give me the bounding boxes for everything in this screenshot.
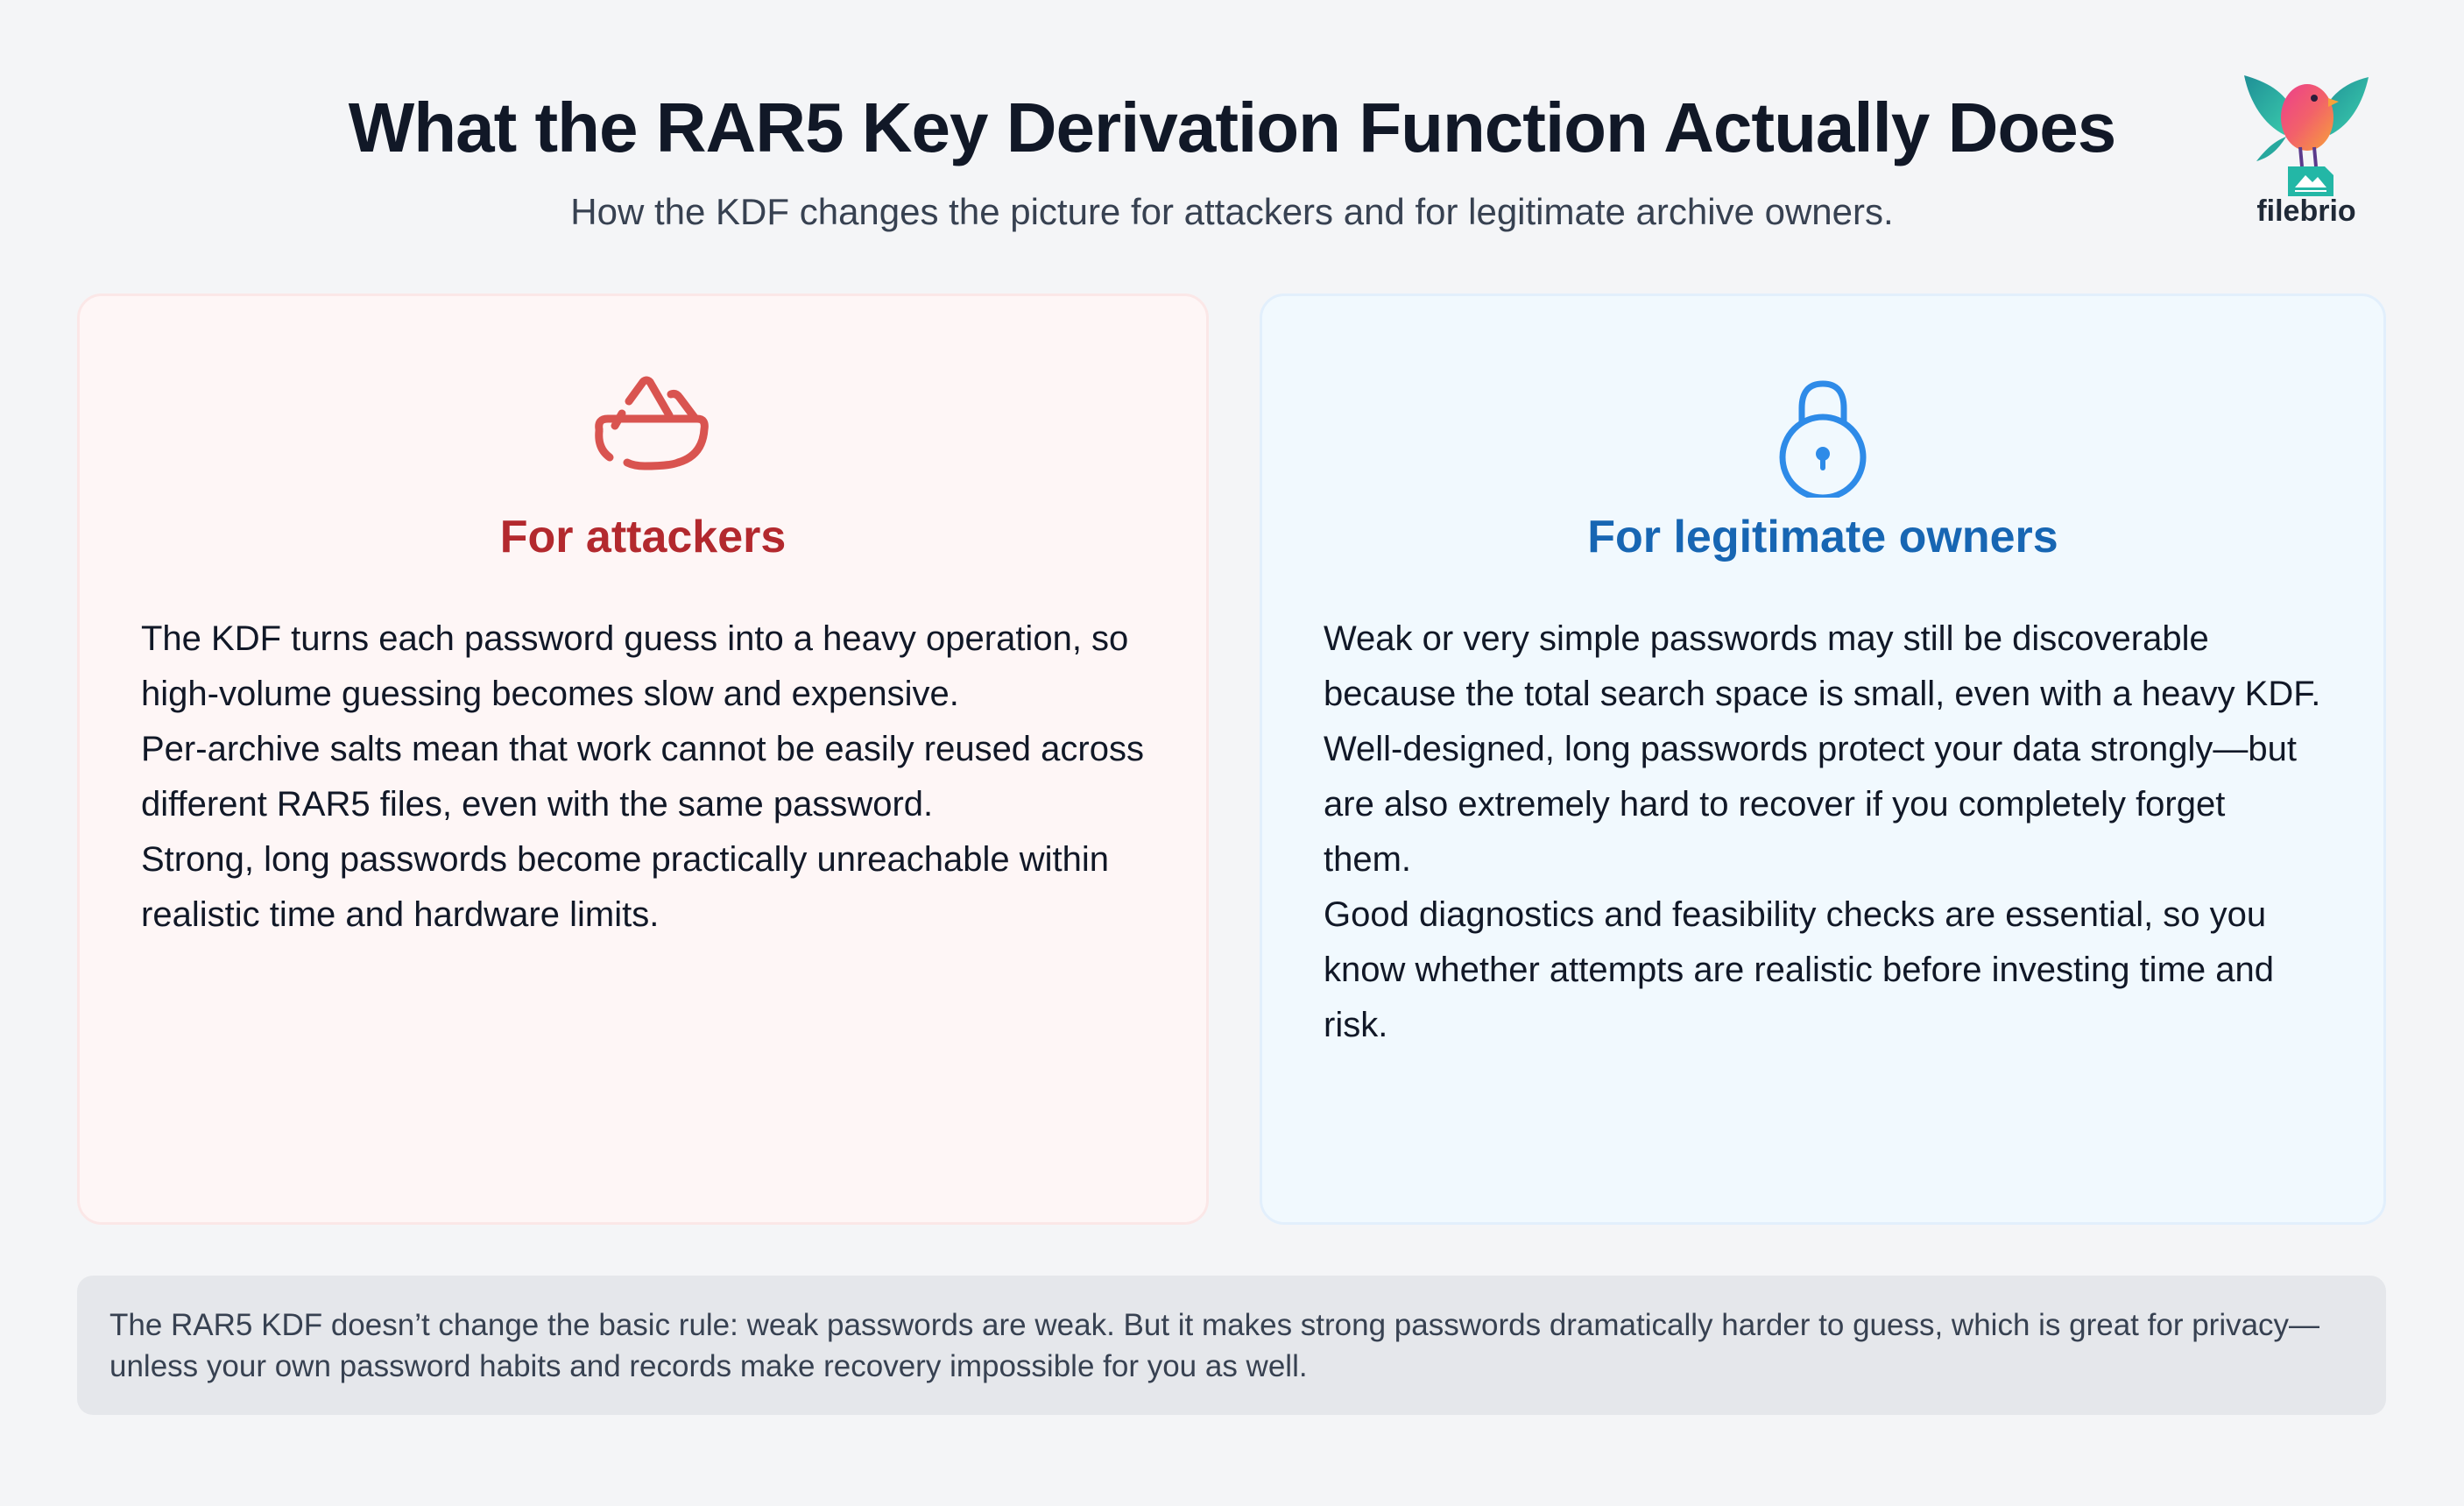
owners-card-title: For legitimate owners — [1587, 512, 2058, 562]
summary-note-text: The RAR5 KDF doesn’t change the basic ru… — [109, 1308, 2320, 1383]
logo-text: filebrio — [2256, 194, 2356, 228]
card-paragraph: Well-designed, long passwords protect yo… — [1324, 730, 2297, 879]
padlock-icon — [1753, 357, 1893, 501]
filebrio-logo: filebrio — [2232, 67, 2381, 233]
card-paragraph: The KDF turns each password guess into a… — [141, 619, 1129, 713]
summary-note: The RAR5 KDF doesn’t change the basic ru… — [77, 1276, 2386, 1415]
card-paragraph: Per-archive salts mean that work cannot … — [141, 730, 1144, 824]
page-subtitle: How the KDF changes the picture for atta… — [570, 191, 1894, 232]
owners-card-body: Weak or very simple passwords may still … — [1324, 612, 2322, 1053]
card-paragraph: Strong, long passwords become practicall… — [141, 840, 1110, 934]
page-title: What the RAR5 Key Derivation Function Ac… — [348, 88, 2116, 166]
owners-card: For legitimate owners Weak or very simpl… — [1260, 293, 2386, 1225]
card-paragraph: Weak or very simple passwords may still … — [1324, 619, 2321, 713]
bird-on-image-file-icon — [2244, 75, 2369, 196]
header: What the RAR5 Key Derivation Function Ac… — [0, 0, 2464, 263]
attackers-card-title: For attackers — [499, 512, 787, 562]
mortar-bowl-icon — [573, 357, 713, 498]
card-paragraph: Good diagnostics and feasibility checks … — [1324, 895, 2274, 1044]
attackers-card: For attackers The KDF turns each passwor… — [77, 293, 1209, 1225]
attackers-card-body: The KDF turns each password guess into a… — [141, 612, 1145, 943]
